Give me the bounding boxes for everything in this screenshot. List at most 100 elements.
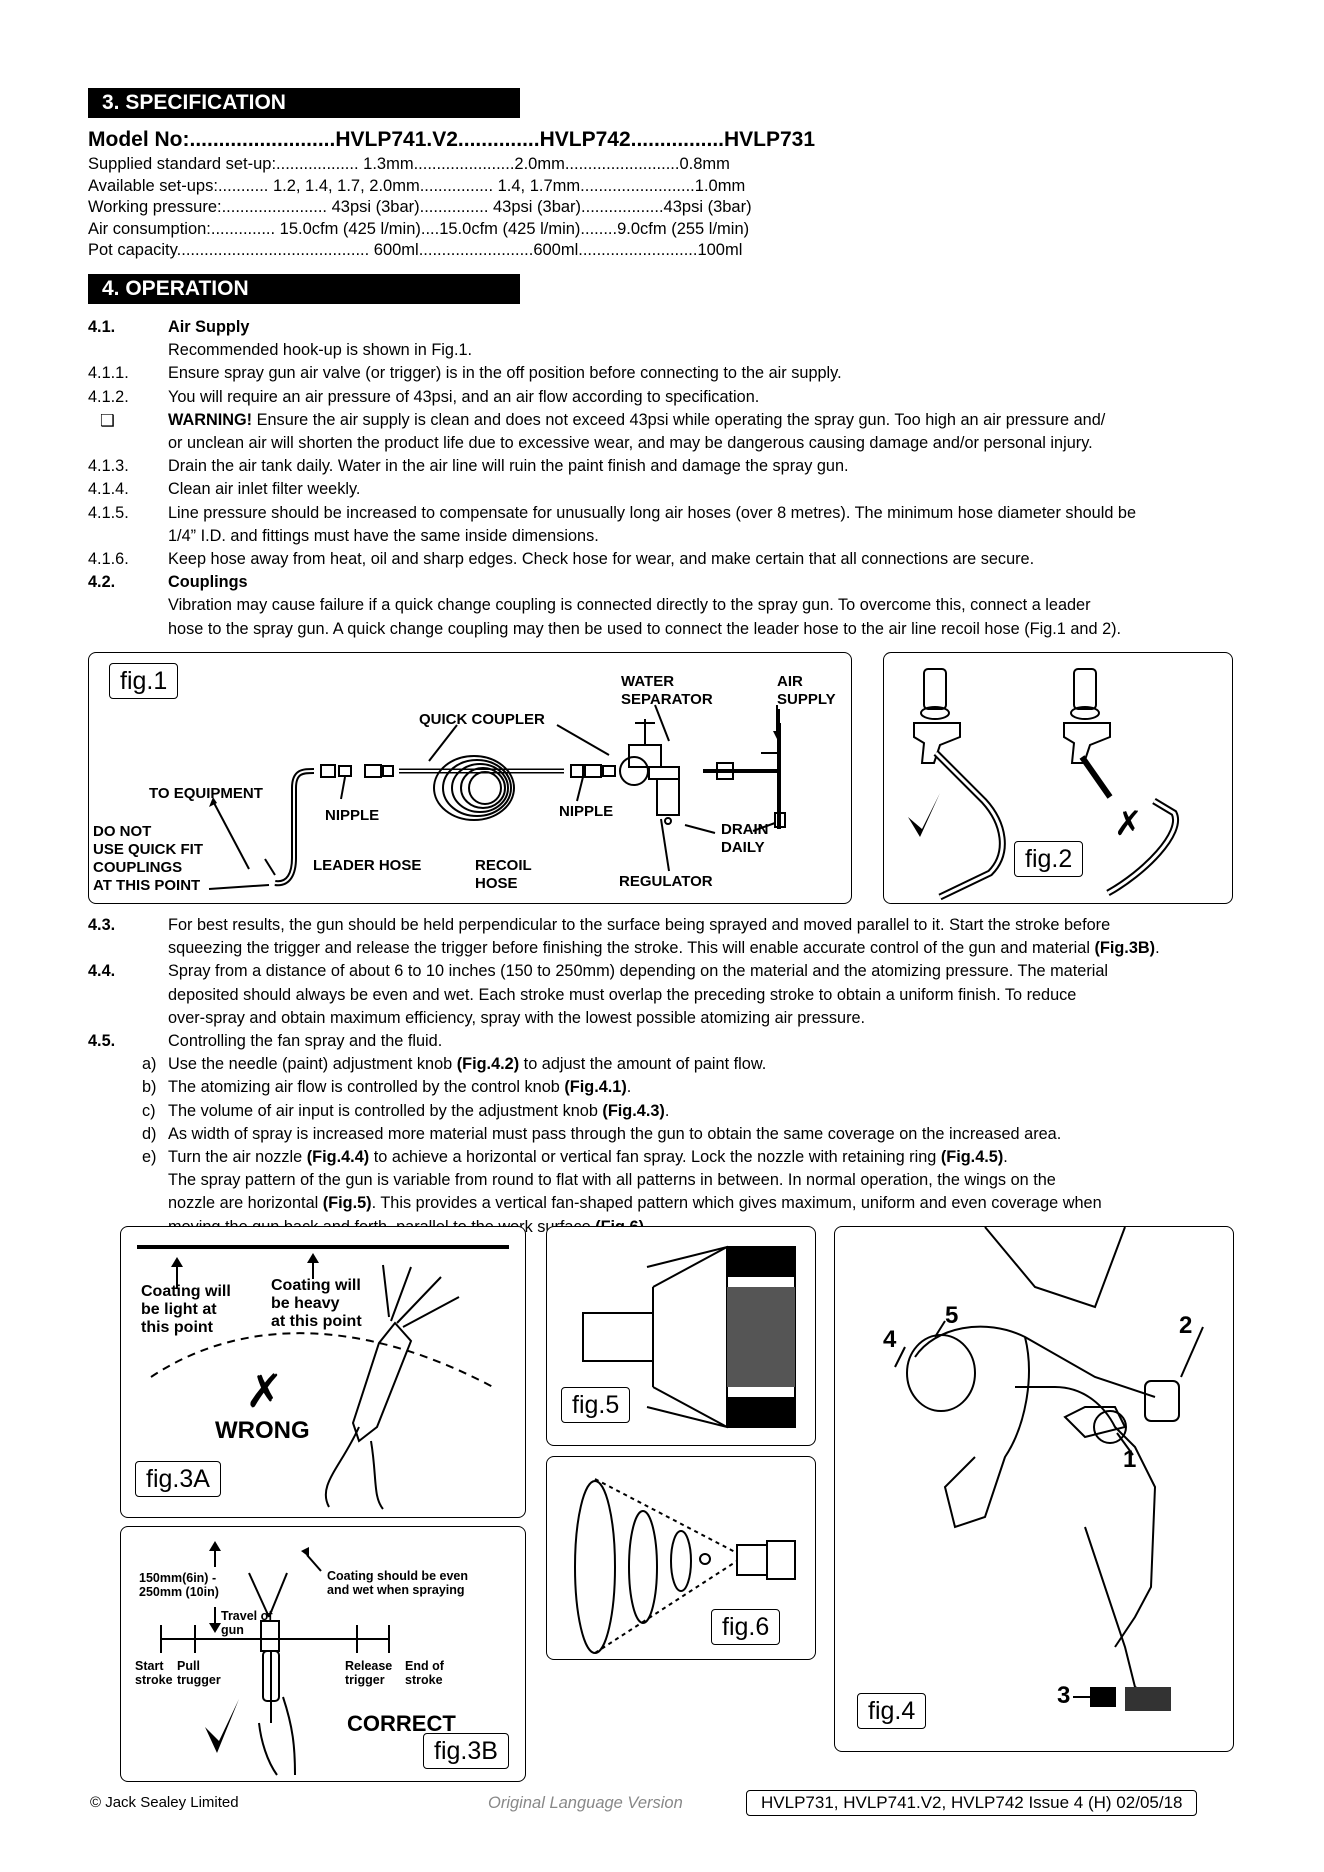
copyright: © Jack Sealey Limited [90,1794,239,1811]
item-text-run: . [626,1078,632,1097]
start-stroke-label: Start stroke [135,1659,173,1687]
item-text-run: deposited should always be even and wet.… [168,985,1077,1004]
item-number: 4.4. [88,962,116,981]
fig3a-label: fig.3A [135,1461,221,1497]
item-text-run: Spray from a distance of about 6 to 10 i… [168,962,1109,981]
item-number: 4.1.4. [88,480,129,499]
item-number: 4.1.3. [88,457,129,476]
section-4-heading: 4. OPERATION [88,274,520,304]
item-text-run: . [664,1101,670,1120]
sub-item-letter: c) [142,1101,156,1120]
fig4-callout-2: 2 [1179,1312,1193,1339]
nipple-label-left: NIPPLE [325,807,380,824]
drain-daily-label: DRAIN DAILY [721,821,769,856]
item-text: Line pressure should be increased to com… [168,504,1136,523]
fig-ref: (Fig.4.5) [940,1148,1004,1166]
wrong-technique-illustration: ✗ [137,1245,509,1510]
item-text-run: squeezing the trigger and release the tr… [168,939,1095,958]
item-text-run: Ensure spray gun air valve (or trigger) … [168,364,842,383]
item-text: over-spray and obtain maximum efficiency… [168,1009,865,1028]
item-text: Clean air inlet filter weekly. [168,480,360,499]
recoil-hose-label: RECOIL HOSE [475,857,532,892]
nipple-label-right: NIPPLE [559,803,614,820]
item-text-run: or unclean air will shorten the product … [168,434,1093,452]
item-text-run: Air Supply [168,318,250,336]
fan-paragraph-line: The spray pattern of the gun is variable… [168,1171,1056,1190]
fig2-label: fig.2 [1014,841,1084,877]
item-number: 4.5. [88,1032,116,1050]
light-coating-label: Coating will be light at this point [141,1283,231,1336]
svg-text:✗: ✗ [1114,804,1143,844]
issue-box: HVLP731, HVLP741.V2, HVLP742 Issue 4 (H)… [746,1790,1198,1816]
item-text: hose to the spray gun. A quick change co… [168,620,1121,639]
item-text-run: Drain the air tank daily. Water in the a… [168,457,849,476]
item-text: WARNING! Ensure the air supply is clean … [168,411,1105,430]
item-text: Air Supply [168,318,249,337]
fig5-label: fig.5 [561,1387,631,1423]
sub-item-text: The volume of air input is controlled by… [168,1102,669,1121]
item-text: Ensure spray gun air valve (or trigger) … [168,364,842,383]
section-3-heading: 3. SPECIFICATION [88,88,520,118]
item-text-run: nozzle are horizontal [168,1194,323,1213]
fig4-callout-5: 5 [945,1302,959,1329]
item-number: 4.3. [88,916,116,934]
fig-ref: (Fig.3B) [1094,939,1156,958]
sub-item-text: As width of spray is increased more mate… [168,1125,1061,1144]
leader-hose-label: LEADER HOSE [313,857,422,874]
item-text-run: . [1003,1148,1008,1166]
item-text: You will require an air pressure of 43ps… [168,388,759,407]
item-text-run: Turn the air nozzle [168,1148,307,1166]
svg-text:✗: ✗ [245,1364,284,1418]
wrong-label: WRONG [215,1417,310,1444]
sub-item-letter: a) [142,1055,157,1074]
air-supply-label: AIR SUPPLY [777,673,836,708]
fig-ref: (Fig.4.4) [306,1148,370,1166]
hookup-diagram [208,704,786,890]
sub-item-letter: d) [142,1124,157,1143]
fig2-panel: ✗ fig.2 [883,652,1233,904]
coating-even-label: Coating should be even and wet when spra… [327,1569,468,1597]
item-text-run: The atomizing air flow is controlled by … [168,1078,565,1097]
item-number: ❑ [100,411,115,430]
item-text-run: Ensure the air supply is clean and does … [252,410,1106,429]
sub-item-letter: e) [142,1148,157,1166]
item-text: Keep hose away from heat, oil and sharp … [168,550,1034,569]
item-text: For best results, the gun should be held… [168,916,1110,935]
item-text-run: . This provides a vertical fan-shaped pa… [371,1194,1102,1213]
do-not-label: DO NOT USE QUICK FIT COUPLINGS AT THIS P… [93,823,204,894]
item-text-run: Vibration may cause failure if a quick c… [168,596,1091,615]
item-text: 1/4” I.D. and fittings must have the sam… [168,527,599,546]
fig4-panel: 4 5 2 1 3 fig.4 [834,1226,1234,1752]
fig3b-panel: 150mm(6in) - 250mm (10in) Coating should… [120,1526,526,1782]
sub-item-text: Use the needle (paint) adjustment knob (… [168,1055,766,1074]
fig4-label: fig.4 [857,1693,927,1729]
fig4-callout-4: 4 [883,1326,897,1353]
item-text-run: over-spray and obtain maximum efficiency… [168,1008,866,1027]
item-text-run: to adjust the amount of paint flow. [519,1055,767,1074]
spray-gun-hose-illustration: ✗ [908,668,1180,901]
item-text-run: hose to the spray gun. A quick change co… [168,619,1122,638]
spec-row: Available set-ups:........... 1.2, 1.4, … [88,176,746,195]
travel-label: Travel of gun [221,1609,273,1637]
fan-paragraph-line: nozzle are horizontal (Fig.5). This prov… [168,1194,1102,1213]
spec-row: Pot capacity............................… [88,241,743,259]
item-number: 4.1.2. [88,387,129,406]
fig1-label: fig.1 [109,663,179,699]
item-text: Vibration may cause failure if a quick c… [168,596,1091,615]
item-text-run: You will require an air pressure of 43ps… [168,387,760,406]
fig-ref: (Fig.5) [322,1194,372,1213]
fig-ref: (Fig.4.2) [456,1055,520,1074]
item-text-run: Use the needle (paint) adjustment knob [168,1055,457,1074]
item-text-run: The volume of air input is controlled by… [168,1101,603,1120]
item-text: Couplings [168,573,248,592]
item-text-run: . [1155,939,1160,958]
spec-row: Working pressure:.......................… [88,198,752,216]
correct-technique-illustration [160,1541,390,1776]
item-text-run: Controlling the fan spray and the fluid. [168,1032,443,1050]
release-trigger-label: Release trigger [345,1659,393,1687]
language-version: Original Language Version [488,1794,683,1812]
fig4-callout-3: 3 [1057,1682,1071,1709]
heavy-coating-label: Coating will be heavy at this point [271,1277,362,1330]
water-separator-label: WATER SEPARATOR [621,673,713,708]
